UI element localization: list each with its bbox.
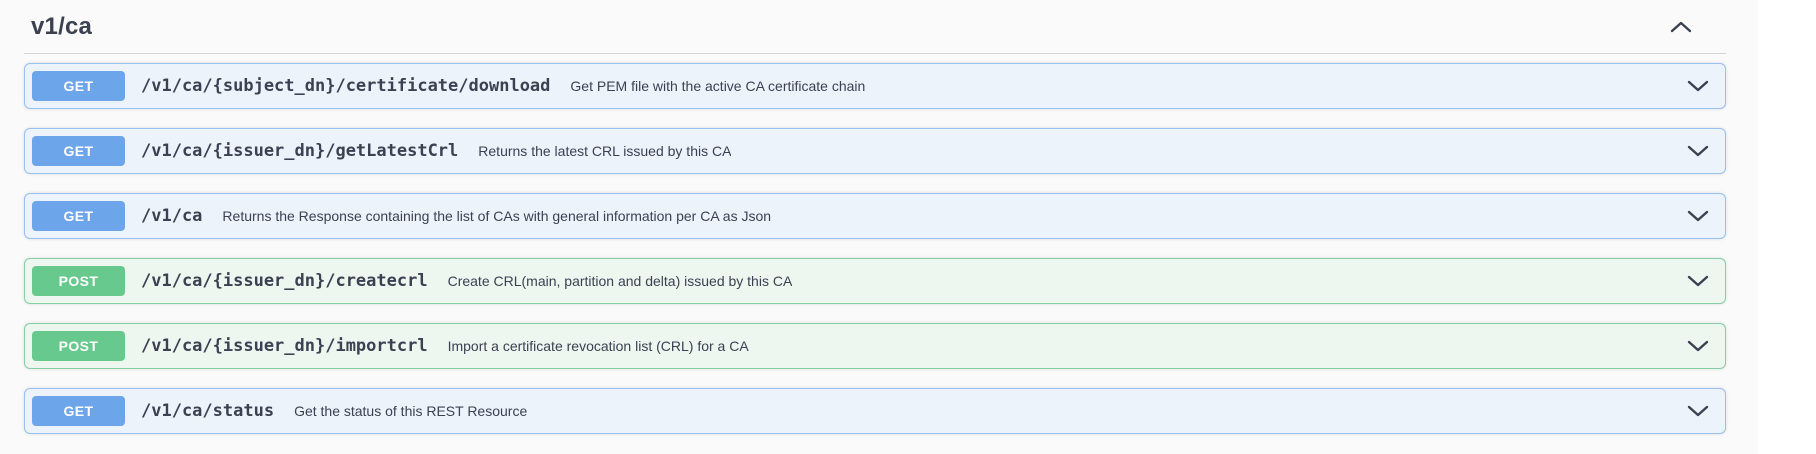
tag-title: v1/ca xyxy=(31,12,93,40)
endpoint-row[interactable]: GET /v1/ca/status Get the status of this… xyxy=(24,388,1726,434)
endpoint-row[interactable]: POST /v1/ca/{issuer_dn}/importcrl Import… xyxy=(24,323,1726,369)
endpoint-description: Returns the Response containing the list… xyxy=(222,208,772,224)
endpoint-row[interactable]: GET /v1/ca/{issuer_dn}/getLatestCrl Retu… xyxy=(24,128,1726,174)
endpoint-path: /v1/ca/{subject_dn}/certificate/download xyxy=(141,76,551,96)
endpoint-row[interactable]: GET /v1/ca/{subject_dn}/certificate/down… xyxy=(24,63,1726,109)
expand-row-button[interactable] xyxy=(1677,275,1709,287)
endpoint-description: Returns the latest CRL issued by this CA xyxy=(478,143,732,159)
method-badge: POST xyxy=(32,266,125,296)
endpoint-row[interactable]: GET /v1/ca Returns the Response containi… xyxy=(24,193,1726,239)
chevron-down-icon xyxy=(1687,340,1709,352)
chevron-down-icon xyxy=(1687,275,1709,287)
chevron-down-icon xyxy=(1687,210,1709,222)
endpoint-path: /v1/ca xyxy=(141,206,203,226)
method-badge: GET xyxy=(32,201,125,231)
method-badge: GET xyxy=(32,136,125,166)
endpoint-description: Import a certificate revocation list (CR… xyxy=(447,338,749,354)
expand-row-button[interactable] xyxy=(1677,80,1709,92)
endpoint-path: /v1/ca/status xyxy=(141,401,275,421)
api-tag-section: v1/ca GET /v1/ca/{subject_dn}/certificat… xyxy=(24,0,1726,434)
chevron-down-icon xyxy=(1687,405,1709,417)
endpoint-path: /v1/ca/{issuer_dn}/createcrl xyxy=(141,271,428,291)
collapse-section-button[interactable] xyxy=(1666,17,1696,37)
endpoint-description: Get PEM file with the active CA certific… xyxy=(570,78,866,94)
expand-row-button[interactable] xyxy=(1677,210,1709,222)
chevron-down-icon xyxy=(1687,145,1709,157)
endpoint-list: GET /v1/ca/{subject_dn}/certificate/down… xyxy=(24,54,1726,434)
tag-header-v1ca[interactable]: v1/ca xyxy=(24,0,1726,54)
endpoint-path: /v1/ca/{issuer_dn}/getLatestCrl xyxy=(141,141,459,161)
swagger-app: v1/ca GET /v1/ca/{subject_dn}/certificat… xyxy=(24,0,1726,434)
method-badge: GET xyxy=(32,396,125,426)
endpoint-row[interactable]: POST /v1/ca/{issuer_dn}/createcrl Create… xyxy=(24,258,1726,304)
method-badge: POST xyxy=(32,331,125,361)
chevron-down-icon xyxy=(1687,80,1709,92)
endpoint-description: Create CRL(main, partition and delta) is… xyxy=(447,273,793,289)
endpoint-description: Get the status of this REST Resource xyxy=(294,403,528,419)
chevron-up-icon xyxy=(1670,21,1692,32)
endpoint-path: /v1/ca/{issuer_dn}/importcrl xyxy=(141,336,428,356)
expand-row-button[interactable] xyxy=(1677,145,1709,157)
method-badge: GET xyxy=(32,71,125,101)
expand-row-button[interactable] xyxy=(1677,405,1709,417)
expand-row-button[interactable] xyxy=(1677,340,1709,352)
